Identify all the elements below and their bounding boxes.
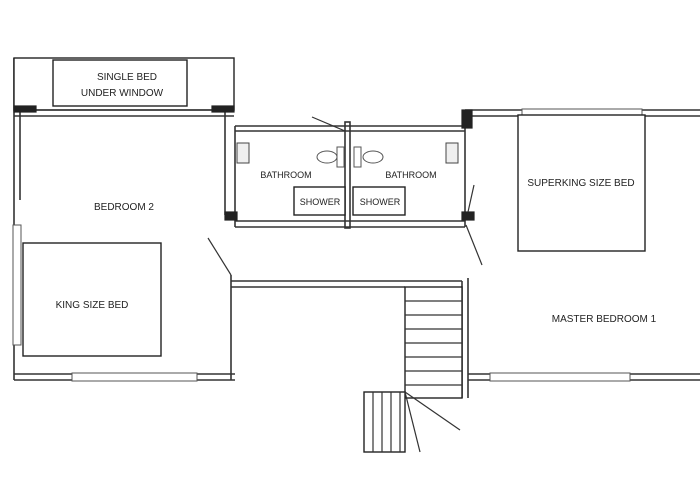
shower-left <box>293 186 346 216</box>
single-bed-label-line2: UNDER WINDOW <box>81 88 164 99</box>
master-window-bottom <box>489 372 631 382</box>
single-bed-unit: SINGLE BED UNDER WINDOW <box>13 57 235 117</box>
alcove-post-right <box>211 105 235 113</box>
bedroom-2-label: BEDROOM 2 <box>94 202 154 213</box>
stairs-lower <box>363 391 461 453</box>
master-bedroom-walls <box>461 108 700 382</box>
cistern-left-icon <box>336 146 345 168</box>
bath-door-swing-right <box>467 184 475 213</box>
alcove-post-left <box>13 105 37 113</box>
shower-right <box>352 186 406 216</box>
superking-bed <box>517 114 646 252</box>
bedroom-2-window-left <box>12 224 22 346</box>
toilet-left-icon <box>316 150 338 164</box>
master-door-swing <box>465 224 483 266</box>
shower-right-label: SHOWER <box>360 197 401 207</box>
stairs <box>404 286 463 399</box>
single-bed-label-line1: SINGLE BED <box>97 72 157 83</box>
superking-bed-unit: SUPERKING SIZE BED <box>517 114 646 252</box>
king-bed-unit: KING SIZE BED <box>22 242 162 357</box>
master-post-left <box>461 109 473 129</box>
cistern-right-icon <box>353 146 362 168</box>
bathrooms: SHOWER SHOWER BATHROOM BATHROOM <box>224 116 483 266</box>
sink-left-icon <box>236 142 250 164</box>
bathroom-door-swing <box>311 116 346 132</box>
bath-post-right <box>461 211 475 221</box>
bathroom-partition <box>344 121 351 229</box>
king-bed-label: KING SIZE BED <box>56 300 129 311</box>
bath-post-left <box>224 211 238 221</box>
master-bedroom-label: MASTER BEDROOM 1 <box>552 314 657 325</box>
bedroom-2-window-bottom <box>71 372 198 382</box>
king-bed <box>22 242 162 357</box>
single-bed <box>52 59 188 107</box>
toilet-right-icon <box>362 150 384 164</box>
bedroom-2-door-swing <box>207 237 232 276</box>
hallway <box>231 278 469 453</box>
sink-right-icon <box>445 142 459 164</box>
shower-left-label: SHOWER <box>300 197 341 207</box>
superking-bed-label: SUPERKING SIZE BED <box>527 178 634 189</box>
bathroom-right-label: BATHROOM <box>385 170 436 180</box>
bathroom-left-label: BATHROOM <box>260 170 311 180</box>
bedroom-2-walls <box>12 58 235 382</box>
